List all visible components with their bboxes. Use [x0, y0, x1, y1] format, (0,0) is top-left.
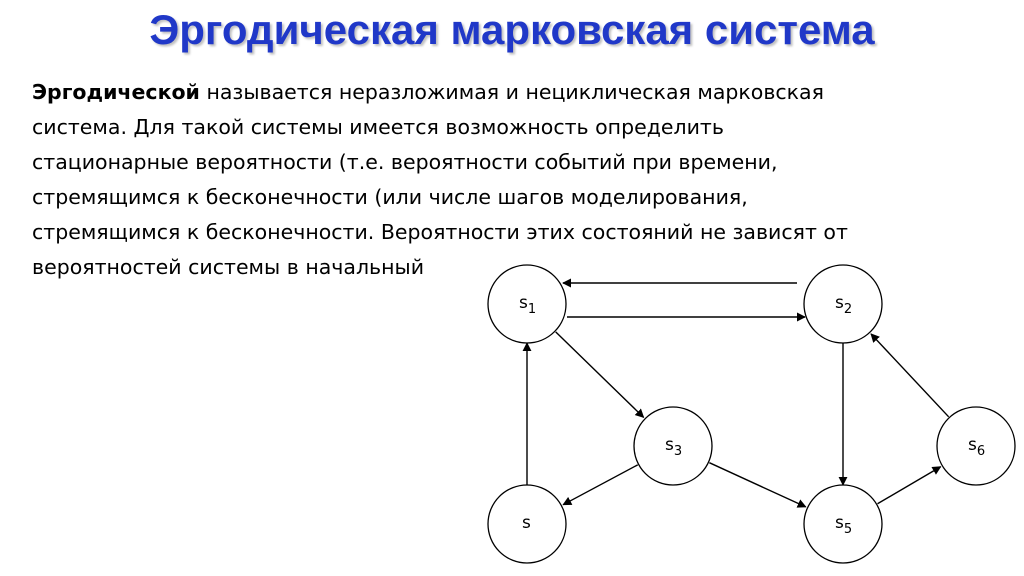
- state-node-s4: s: [487, 484, 567, 564]
- edge-s6-to-s2: [870, 333, 950, 418]
- state-circle: [487, 264, 567, 344]
- state-circle: [803, 264, 883, 344]
- state-circle: [633, 406, 713, 486]
- slide-title: Эргодическая марковская система: [149, 6, 875, 53]
- paragraph-text: называется неразложимая и нециклическая …: [199, 80, 824, 104]
- state-node-s5: s5: [803, 484, 883, 564]
- state-node-s6: s6: [936, 406, 1016, 486]
- state-node-s2: s2: [803, 264, 883, 344]
- paragraph-line-6: вероятностей системы в начальный: [32, 255, 425, 279]
- state-label: s: [522, 513, 531, 533]
- state-node-s3: s3: [633, 406, 713, 486]
- state-circle: [936, 406, 1016, 486]
- paragraph-line-4: стремящимся к бесконечности (или числе ш…: [32, 185, 748, 209]
- definition-paragraph: Эргодической называется неразложимая и н…: [32, 75, 962, 285]
- state-circle: [803, 484, 883, 564]
- state-node-s1: s1: [487, 264, 567, 344]
- edge-s5-to-s6: [877, 466, 942, 505]
- state-circle: [487, 484, 567, 564]
- paragraph-line-1: Эргодической называется неразложимая и н…: [32, 75, 962, 110]
- defined-term: Эргодической: [32, 80, 200, 104]
- edge-s3-to-s4: [562, 464, 639, 506]
- paragraph-line-5: стремящимся к бесконечности. Вероятности…: [32, 220, 848, 244]
- edge-s3-to-s5: [709, 462, 807, 508]
- paragraph-line-3: стационарные вероятности (т.е. вероятнос…: [32, 150, 778, 174]
- paragraph-line-2: система. Для такой системы имеется возмо…: [32, 115, 724, 139]
- edge-s1-to-s3: [555, 331, 645, 419]
